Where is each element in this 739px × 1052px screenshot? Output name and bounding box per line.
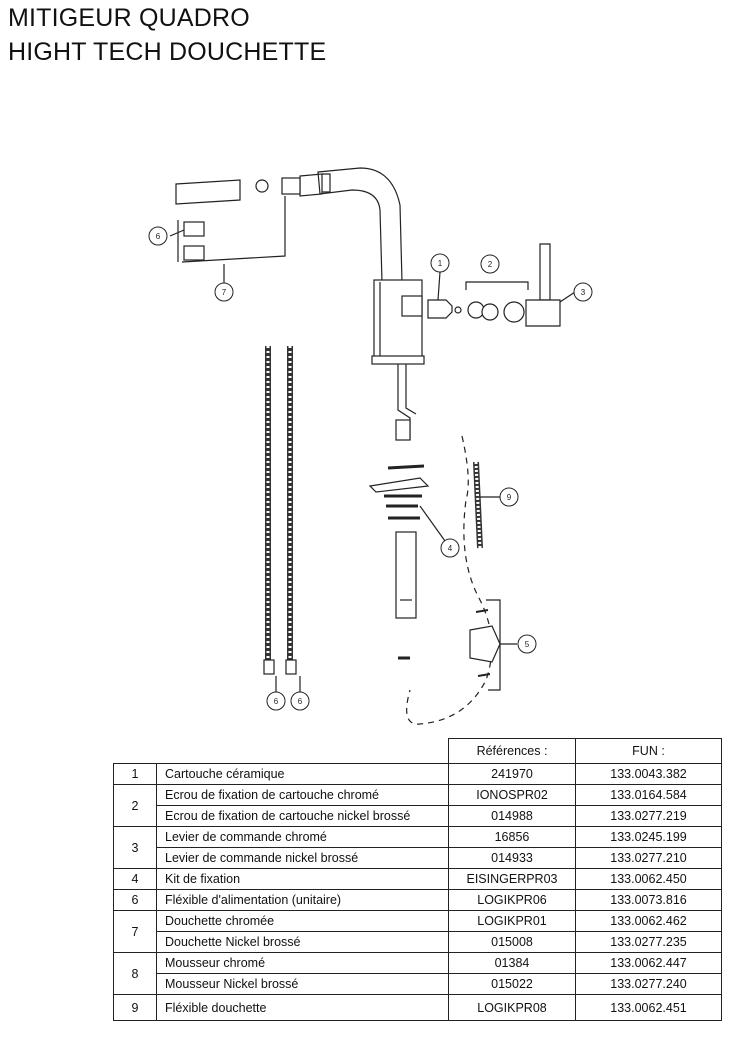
callout-3: 3 bbox=[573, 282, 593, 302]
part-reference: EISINGERPR03 bbox=[448, 868, 576, 890]
part-number: 9 bbox=[113, 994, 157, 1021]
part-reference: LOGIKPR06 bbox=[448, 889, 576, 911]
part-number: 6 bbox=[113, 889, 157, 911]
parts-table: Références : FUN : 1 Cartouche céramique… bbox=[113, 738, 722, 1021]
part-number: 7 bbox=[113, 910, 157, 953]
svg-text:1: 1 bbox=[438, 259, 443, 268]
table-row: Levier de commande nickel brossé 014933 … bbox=[114, 847, 722, 869]
table-row: Ecrou de fixation de cartouche nickel br… bbox=[114, 805, 722, 827]
part-description: Mousseur Nickel brossé bbox=[156, 973, 449, 995]
part-fun-code: 133.0062.447 bbox=[575, 952, 722, 974]
table-row: 3 Levier de commande chromé 16856 133.02… bbox=[113, 826, 722, 869]
table-row: 9 Fléxible douchette LOGIKPR08 133.0062.… bbox=[113, 994, 722, 1021]
title-line-2: HIGHT TECH DOUCHETTE bbox=[8, 38, 327, 66]
part-reference: LOGIKPR08 bbox=[448, 994, 576, 1021]
svg-text:6: 6 bbox=[156, 232, 161, 241]
part-description: Fléxible d'alimentation (unitaire) bbox=[156, 889, 449, 911]
header-references: Références : bbox=[448, 738, 576, 764]
part-reference: 014988 bbox=[448, 805, 576, 827]
part-reference: 014933 bbox=[448, 847, 576, 869]
svg-text:4: 4 bbox=[448, 544, 453, 553]
header-fun: FUN : bbox=[575, 738, 722, 764]
table-row: Mousseur Nickel brossé 015022 133.0277.2… bbox=[114, 973, 722, 995]
callout-2: 2 bbox=[480, 254, 500, 274]
part-fun-code: 133.0073.816 bbox=[575, 889, 722, 911]
table-row: 2 Ecrou de fixation de cartouche chromé … bbox=[113, 784, 722, 827]
part-fun-code: 133.0164.584 bbox=[575, 784, 722, 806]
part-reference: 01384 bbox=[448, 952, 576, 974]
part-number: 3 bbox=[113, 826, 157, 869]
svg-text:5: 5 bbox=[525, 640, 530, 649]
part-number: 4 bbox=[113, 868, 157, 890]
callout-6-left-hose: 6 bbox=[266, 691, 286, 711]
table-row: 8 Mousseur chromé 01384 133.0062.447 bbox=[113, 952, 722, 995]
callout-5: 5 bbox=[517, 634, 537, 654]
callout-7: 7 bbox=[214, 282, 234, 302]
part-reference: 16856 bbox=[448, 826, 576, 848]
part-description: Kit de fixation bbox=[156, 868, 449, 890]
part-description: Ecrou de fixation de cartouche nickel br… bbox=[156, 805, 449, 827]
svg-text:7: 7 bbox=[222, 288, 227, 297]
part-fun-code: 133.0277.210 bbox=[575, 847, 722, 869]
part-number: 2 bbox=[113, 784, 157, 827]
callout-6-top: 6 bbox=[148, 226, 168, 246]
part-fun-code: 133.0277.219 bbox=[575, 805, 722, 827]
part-fun-code: 133.0062.451 bbox=[575, 994, 722, 1021]
part-description: Levier de commande chromé bbox=[156, 826, 449, 848]
table-row: Douchette Nickel brossé 015008 133.0277.… bbox=[114, 931, 722, 953]
part-fun-code: 133.0062.450 bbox=[575, 868, 722, 890]
part-reference: 241970 bbox=[448, 763, 576, 785]
part-description: Douchette chromée bbox=[156, 910, 449, 932]
table-row: 1 Cartouche céramique 241970 133.0043.38… bbox=[113, 763, 722, 785]
part-fun-code: 133.0245.199 bbox=[575, 826, 722, 848]
callout-4: 4 bbox=[440, 538, 460, 558]
table-header-row: Références : FUN : bbox=[114, 738, 722, 764]
part-fun-code: 133.0277.240 bbox=[575, 973, 722, 995]
part-reference: IONOSPR02 bbox=[448, 784, 576, 806]
part-fun-code: 133.0277.235 bbox=[575, 931, 722, 953]
part-reference: LOGIKPR01 bbox=[448, 910, 576, 932]
callout-6-right-hose: 6 bbox=[290, 691, 310, 711]
part-description: Cartouche céramique bbox=[156, 763, 449, 785]
part-description: Ecrou de fixation de cartouche chromé bbox=[156, 784, 449, 806]
part-number: 1 bbox=[113, 763, 157, 785]
svg-text:6: 6 bbox=[274, 697, 279, 706]
callout-1: 1 bbox=[430, 253, 450, 273]
part-number: 8 bbox=[113, 952, 157, 995]
part-fun-code: 133.0062.462 bbox=[575, 910, 722, 932]
svg-text:6: 6 bbox=[298, 697, 303, 706]
table-row: 4 Kit de fixation EISINGERPR03 133.0062.… bbox=[113, 868, 722, 890]
callout-9: 9 bbox=[499, 487, 519, 507]
faucet-body bbox=[373, 279, 423, 361]
part-reference: 015008 bbox=[448, 931, 576, 953]
svg-text:3: 3 bbox=[581, 288, 586, 297]
part-fun-code: 133.0043.382 bbox=[575, 763, 722, 785]
exploded-view-diagram: 1 2 3 4 5 6 6 6 bbox=[148, 167, 593, 725]
part-reference: 015022 bbox=[448, 973, 576, 995]
part-description: Levier de commande nickel brossé bbox=[156, 847, 449, 869]
table-row: 6 Fléxible d'alimentation (unitaire) LOG… bbox=[113, 889, 722, 911]
svg-text:9: 9 bbox=[507, 493, 512, 502]
part-description: Douchette Nickel brossé bbox=[156, 931, 449, 953]
part-description: Fléxible douchette bbox=[156, 994, 449, 1021]
part-description: Mousseur chromé bbox=[156, 952, 449, 974]
title-line-1: MITIGEUR QUADRO bbox=[8, 4, 250, 32]
table-row: 7 Douchette chromée LOGIKPR01 133.0062.4… bbox=[113, 910, 722, 953]
svg-text:2: 2 bbox=[488, 260, 493, 269]
